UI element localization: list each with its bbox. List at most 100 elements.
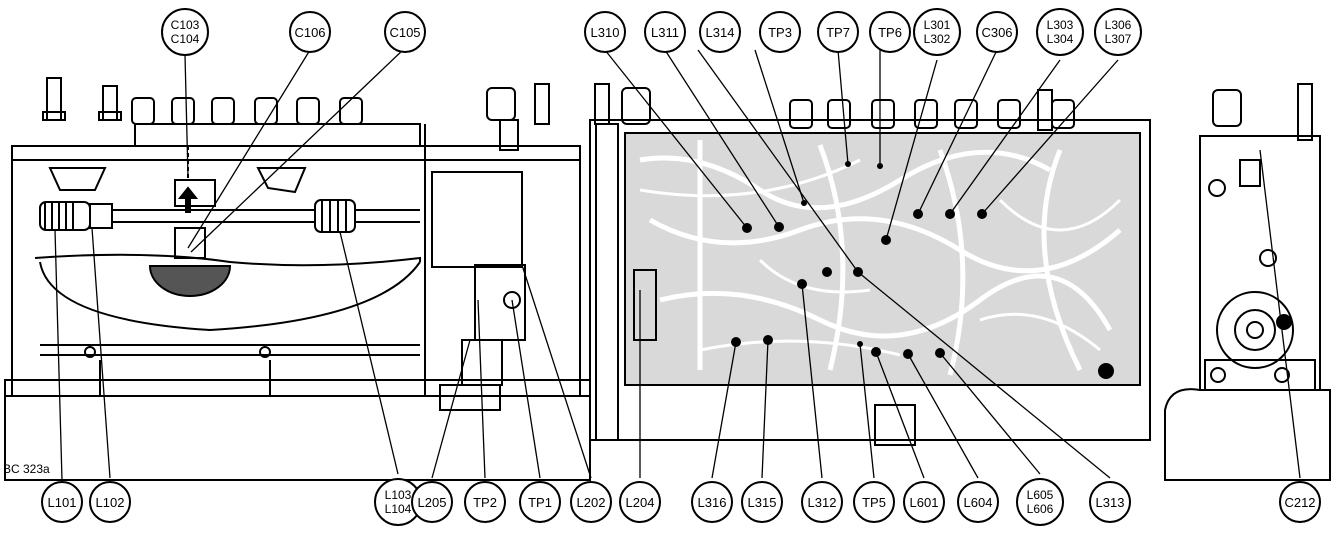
callout-circle	[89, 481, 131, 523]
callout-circle	[1089, 481, 1131, 523]
callout-l102: L102	[89, 481, 131, 523]
callout-text: L104	[385, 502, 412, 516]
callout-circle	[289, 11, 331, 53]
callout-text: C212	[1284, 495, 1315, 510]
callout-text: TP3	[768, 25, 792, 40]
callout-circle	[957, 481, 999, 523]
callout-text: L310	[591, 25, 620, 40]
callout-text: C105	[389, 25, 420, 40]
callout-circle	[1279, 481, 1321, 523]
callout-text: L202	[577, 495, 606, 510]
callout-circle	[1036, 8, 1084, 56]
callout-circle	[1016, 478, 1064, 526]
callout-text: L303	[1047, 18, 1074, 32]
side-view	[1164, 83, 1331, 481]
callout-text: L306	[1105, 18, 1132, 32]
left-knobs	[42, 77, 550, 151]
callout-text: TP5	[862, 495, 886, 510]
callout-text: C103	[171, 18, 200, 32]
callout-text: L307	[1105, 32, 1132, 46]
callout-tp1: TP1	[519, 481, 561, 523]
callout-text: L604	[964, 495, 993, 510]
callout-l310: L310	[584, 11, 626, 53]
callout-text: L102	[96, 495, 125, 510]
callout-l316: L316	[691, 481, 733, 523]
callout-circle	[161, 8, 209, 56]
callout-l601: L601	[903, 481, 945, 523]
callout-c212: C212	[1279, 481, 1321, 523]
callout-text: L601	[910, 495, 939, 510]
callout-text: TP7	[826, 25, 850, 40]
callout-tp3: TP3	[759, 11, 801, 53]
callout-circle	[464, 481, 506, 523]
callout-circle	[903, 481, 945, 523]
callout-circle	[384, 11, 426, 53]
callout-l313: L313	[1089, 481, 1131, 523]
callout-l314: L314	[699, 11, 741, 53]
callout-tp7: TP7	[817, 11, 859, 53]
callout-text: TP2	[473, 495, 497, 510]
callout-text: C104	[171, 32, 200, 46]
callout-circle	[976, 11, 1018, 53]
callout-circle	[853, 481, 895, 523]
callout-text: L302	[924, 32, 951, 46]
callout-l604: L604	[957, 481, 999, 523]
callout-circle	[869, 11, 911, 53]
callout-c306: C306	[976, 11, 1018, 53]
callout-l101: L101	[41, 481, 83, 523]
callout-circle	[817, 11, 859, 53]
callout-l315: L315	[741, 481, 783, 523]
callout-text: L314	[706, 25, 735, 40]
callout-circle	[913, 8, 961, 56]
callout-circle	[584, 11, 626, 53]
callout-text: C306	[981, 25, 1012, 40]
pcb-view	[589, 83, 1151, 446]
callout-l205: L205	[411, 481, 453, 523]
callout-text: L205	[418, 495, 447, 510]
callout-text: L204	[626, 495, 655, 510]
callout-circle	[619, 481, 661, 523]
callout-c105: C105	[384, 11, 426, 53]
leader-lines	[54, 47, 1301, 481]
callout-circle	[759, 11, 801, 53]
callout-text: L313	[1096, 495, 1125, 510]
callout-circle	[570, 481, 612, 523]
callout-circle	[41, 481, 83, 523]
callout-text: L606	[1027, 502, 1054, 516]
callout-text: L304	[1047, 32, 1074, 46]
callout-circle	[741, 481, 783, 523]
callout-circle	[411, 481, 453, 523]
callout-circle	[801, 481, 843, 523]
callout-circle	[519, 481, 561, 523]
callout-circle	[644, 11, 686, 53]
callout-l202: L202	[570, 481, 612, 523]
callout-text: L311	[651, 25, 679, 40]
diagram-id: BC 323a	[3, 462, 50, 476]
left-chassis-view	[4, 77, 591, 481]
callout-text: L101	[48, 495, 77, 510]
callout-c106: C106	[289, 11, 331, 53]
callout-l311: L311	[644, 11, 686, 53]
callout-text: L301	[924, 18, 951, 32]
callout-text: C106	[294, 25, 325, 40]
callout-text: L312	[808, 495, 837, 510]
callout-circle	[1094, 8, 1142, 56]
callout-text: TP6	[878, 25, 902, 40]
callout-circle	[691, 481, 733, 523]
callout-tp6: TP6	[869, 11, 911, 53]
callout-tp5: TP5	[853, 481, 895, 523]
callout-tp2: TP2	[464, 481, 506, 523]
pcb-knobs	[594, 83, 1075, 131]
callout-text: L605	[1027, 488, 1054, 502]
callout-l312: L312	[801, 481, 843, 523]
callout-text: TP1	[528, 495, 552, 510]
callout-circle	[699, 11, 741, 53]
callout-text: L315	[748, 495, 777, 510]
